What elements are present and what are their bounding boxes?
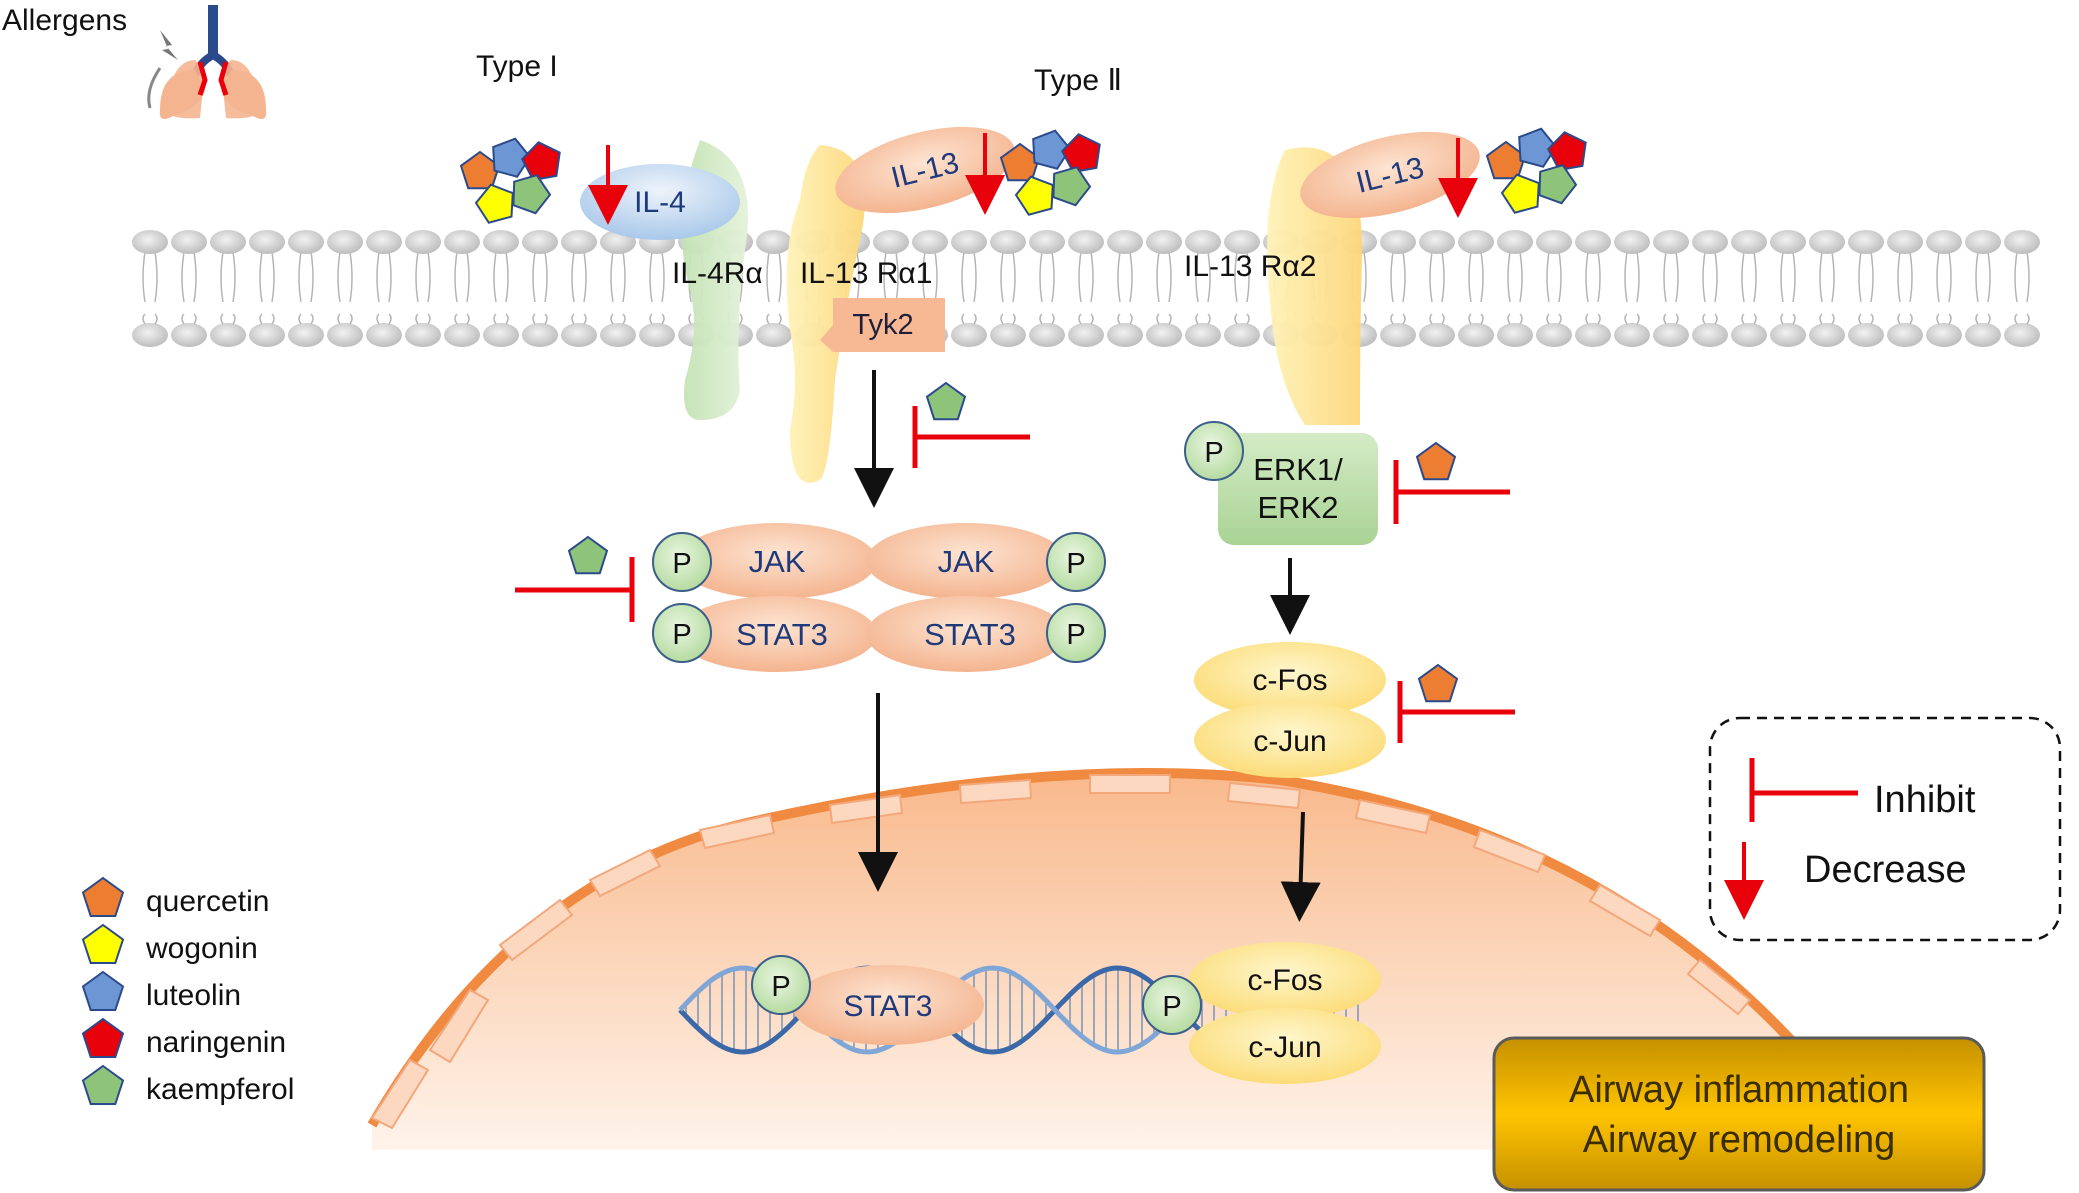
il4ra-label: IL-4Rα — [672, 257, 763, 290]
phospho-erk: P — [1184, 421, 1244, 481]
legend-item-kaempferol: kaempferol — [81, 1064, 294, 1106]
cfos-cjun-nuclear: c-Fos c-Jun P — [1142, 942, 1381, 1084]
svg-text:P: P — [1162, 991, 1181, 1023]
tyk2: Tyk2 — [820, 298, 945, 352]
cfos-cjun-cytoplasm: c-Fos c-Jun — [1194, 642, 1386, 778]
svg-text:JAK: JAK — [749, 544, 806, 579]
allergens-label: Allergens — [2, 4, 127, 37]
svg-text:P: P — [672, 619, 691, 651]
legend-label: luteolin — [146, 979, 241, 1012]
cell-membrane — [132, 230, 2040, 347]
kaempferol-icon — [567, 535, 609, 575]
inhibit-jak-stat — [515, 557, 635, 622]
svg-text:c-Fos: c-Fos — [1248, 964, 1323, 997]
type2-label: Type Ⅱ — [1034, 64, 1122, 97]
stat3-nuclear: STAT3 P — [751, 955, 984, 1045]
kaempferol-icon — [1052, 166, 1092, 207]
erk1-erk2: ERK1/ ERK2 — [1218, 433, 1378, 545]
quercetin-icon — [1415, 441, 1457, 481]
wogonin-icon — [1500, 173, 1540, 214]
legend: quercetin wogonin luteolin naringenin kaempf… — [81, 876, 294, 1106]
il4-ligand: IL-4 — [580, 164, 740, 240]
svg-text:Inhibit: Inhibit — [1874, 779, 1976, 821]
kaempferol-icon — [512, 174, 552, 215]
il13ra1-label: IL-13 Rα1 — [800, 257, 932, 290]
svg-text:P: P — [771, 971, 790, 1003]
nucleus — [367, 768, 1804, 1150]
svg-text:STAT3: STAT3 — [736, 617, 828, 652]
svg-text:P: P — [1066, 548, 1085, 580]
naringenin-icon — [1546, 131, 1587, 172]
inhibitor-flavonoids — [567, 381, 1459, 703]
svg-text:JAK: JAK — [938, 544, 995, 579]
outcome-box: Airway inflammation Airway remodeling — [1492, 1036, 1986, 1192]
svg-text:P: P — [672, 548, 691, 580]
flavonoid-cluster-il13-type2 — [1485, 127, 1587, 214]
svg-text:STAT3: STAT3 — [924, 617, 1016, 652]
legend-label: quercetin — [146, 885, 269, 918]
wogonin-icon — [474, 183, 514, 224]
svg-text:c-Fos: c-Fos — [1253, 664, 1328, 697]
inhibit-erk — [1393, 460, 1510, 524]
legend-label: kaempferol — [146, 1073, 294, 1106]
svg-text:Decrease: Decrease — [1804, 849, 1967, 891]
svg-text:Airway inflammation: Airway inflammation — [1569, 1069, 1909, 1111]
inhibit-cfos — [1397, 681, 1515, 743]
svg-text:ERK1/: ERK1/ — [1253, 452, 1343, 487]
svg-text:Airway remodeling: Airway remodeling — [1583, 1119, 1896, 1161]
svg-text:IL-4: IL-4 — [634, 186, 686, 219]
phospho-groups-jak-stat: P P P P — [652, 532, 1106, 663]
legend-label: naringenin — [146, 1026, 286, 1059]
svg-text:c-Jun: c-Jun — [1253, 725, 1326, 758]
svg-text:STAT3: STAT3 — [844, 990, 933, 1023]
legend-item-luteolin: luteolin — [81, 970, 241, 1012]
legend-item-naringenin: naringenin — [81, 1017, 286, 1059]
kaempferol-icon — [1538, 164, 1578, 205]
naringenin-icon — [1060, 133, 1101, 174]
jak-stat3-complex: JAK JAK STAT3 STAT3 — [677, 523, 1066, 672]
kaempferol-icon — [925, 381, 967, 421]
inhibit-tyk2-jak — [912, 406, 1030, 468]
flavonoid-cluster-il13-type1 — [999, 129, 1101, 216]
key-box: Inhibit Decrease — [1708, 716, 2062, 942]
il13ra2-label: IL-13 Rα2 — [1184, 250, 1316, 283]
svg-text:Tyk2: Tyk2 — [852, 309, 913, 341]
type1-label: Type I — [476, 50, 558, 83]
lungs-icon — [147, 5, 267, 119]
legend-item-quercetin: quercetin — [81, 876, 269, 918]
luteolin-icon — [81, 970, 125, 1011]
il13ra1-receptor — [786, 145, 865, 483]
naringenin-icon — [81, 1017, 125, 1058]
inhibit-symbol — [1749, 758, 1858, 822]
flavonoid-cluster-il4 — [459, 137, 561, 224]
kaempferol-icon — [81, 1064, 125, 1105]
wogonin-icon — [1014, 175, 1054, 216]
legend-label: wogonin — [145, 932, 258, 965]
svg-text:ERK2: ERK2 — [1258, 490, 1339, 525]
svg-text:P: P — [1204, 437, 1223, 469]
arrow-cfos-to-nucleus — [1280, 811, 1321, 922]
svg-text:c-Jun: c-Jun — [1248, 1031, 1321, 1064]
quercetin-icon — [1417, 663, 1459, 703]
quercetin-icon — [81, 876, 125, 917]
wogonin-icon — [81, 923, 125, 964]
naringenin-icon — [520, 141, 561, 182]
il13-ligand-type2: IL-13 — [1300, 131, 1480, 219]
svg-text:P: P — [1066, 619, 1085, 651]
legend-item-wogonin: wogonin — [81, 923, 258, 965]
